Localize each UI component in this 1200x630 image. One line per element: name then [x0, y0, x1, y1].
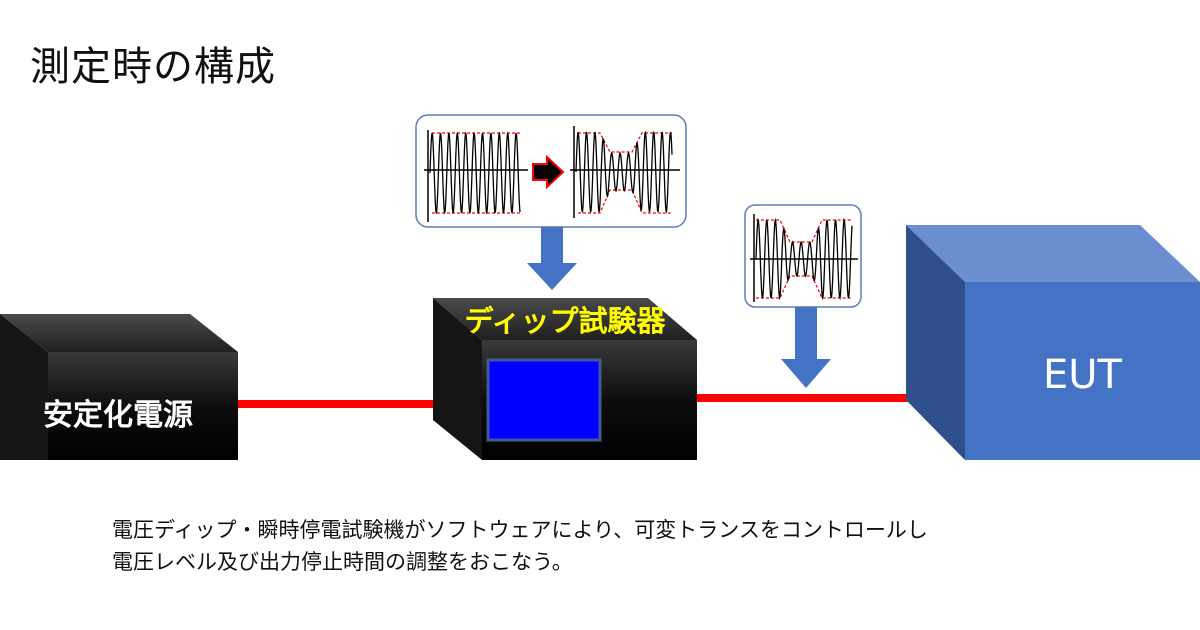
description-line-1: 電圧ディップ・瞬時停電試験機がソフトウェアにより、可変トランスをコントロールし	[112, 518, 928, 542]
dip-tester-label: ディップ試験器	[464, 304, 666, 338]
power-supply-box	[0, 314, 238, 460]
dip-waveform-callout	[415, 114, 687, 228]
description: 電圧ディップ・瞬時停電試験機がソフトウェアにより、可変トランスをコントロールし …	[112, 514, 928, 578]
dipped-sine-wave-icon	[570, 126, 680, 218]
arrow-to-output-cable	[781, 307, 831, 388]
right-arrow-icon	[532, 154, 565, 190]
output-waveform-callout	[744, 204, 862, 308]
eut-box	[906, 225, 1200, 460]
eut-label: EUT	[1043, 352, 1122, 398]
sine-wave-icon	[424, 130, 528, 222]
dip-tester-box	[433, 298, 697, 460]
dip-tester-screen	[486, 358, 602, 442]
page-title: 測定時の構成	[30, 44, 276, 90]
description-line-2: 電圧レベル及び出力停止時間の調整をおこなう。	[112, 550, 573, 574]
arrow-to-dip-tester	[527, 227, 577, 290]
power-supply-label: 安定化電源	[43, 398, 193, 433]
